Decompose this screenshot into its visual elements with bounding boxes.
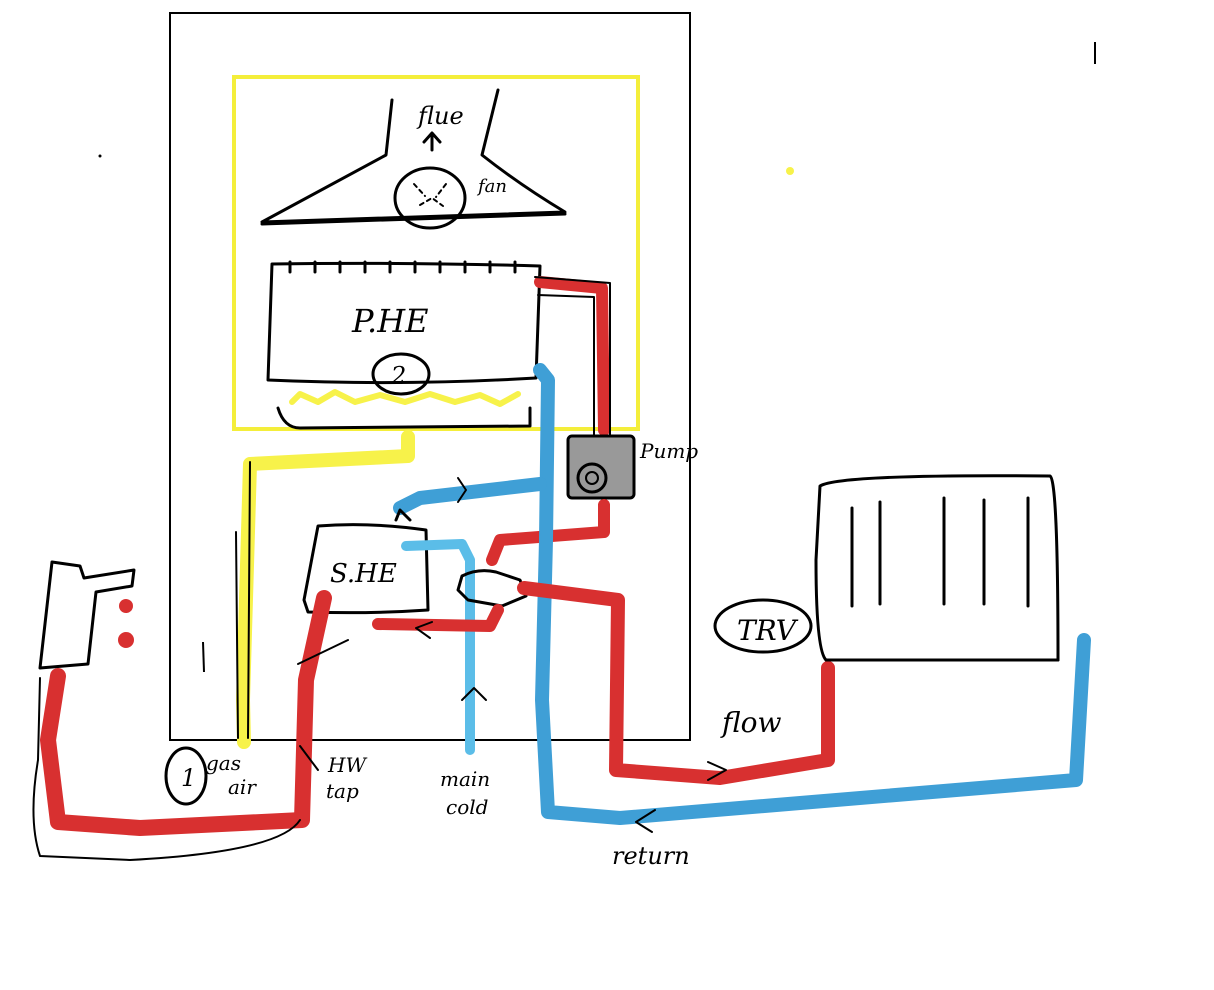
mains-cold-pipe <box>406 544 470 750</box>
stray-dot-yellow <box>786 167 794 175</box>
svg-text:1: 1 <box>181 764 196 792</box>
svg-text:TRV: TRV <box>737 614 799 647</box>
pump-icon <box>568 436 634 498</box>
mains-cold-label-top: main <box>440 767 490 791</box>
hw-tap-label-bottom: tap <box>326 779 359 803</box>
hw-tap-label-top: HW <box>327 753 367 777</box>
she-label: S.HE <box>330 559 397 589</box>
phe-label: P.HE <box>351 302 428 340</box>
flue-hood <box>262 90 565 224</box>
gas-air-label-top: gas <box>206 751 241 775</box>
hot-water-pipe <box>48 598 324 828</box>
hot-water-tap-icon <box>40 562 134 668</box>
trv-valve: TRV <box>715 600 811 652</box>
flow-label: flow <box>720 706 782 739</box>
mains-cold-label-bottom: cold <box>446 795 488 819</box>
gas-air-label-bottom: air <box>228 775 257 799</box>
return-label: return <box>612 842 690 870</box>
circle-one-marker: 1 <box>166 748 206 804</box>
radiator-icon <box>816 476 1058 660</box>
svg-text:2: 2 <box>390 362 406 390</box>
heating-return-to-she <box>400 484 540 508</box>
fan-label: fan <box>476 176 507 197</box>
gas-air-pipe <box>243 437 408 742</box>
stray-dot <box>99 155 102 158</box>
pump-label: Pump <box>639 439 698 463</box>
stray-mark <box>203 642 204 672</box>
phe-number-circle: 2 <box>373 354 429 394</box>
flue-label: flue <box>416 102 464 130</box>
